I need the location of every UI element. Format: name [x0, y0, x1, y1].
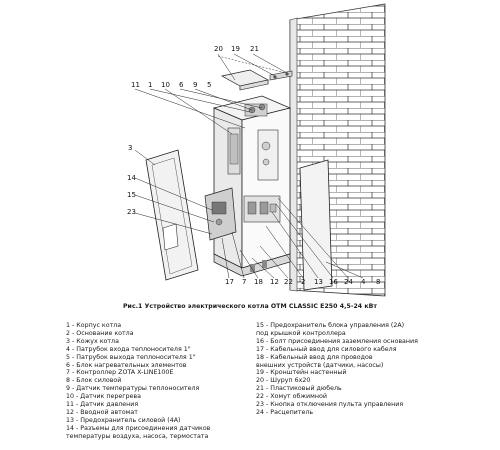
- boiler-casing: [145, 149, 199, 281]
- legend-item: 13 - Предохранитель силовой (4А): [66, 416, 181, 424]
- legend-item: 19 - Кронштейн настенный: [256, 369, 347, 377]
- legend-item: 8 - Блок силовой: [66, 377, 122, 385]
- callout-22: 22: [284, 278, 293, 286]
- callout-20: 20: [214, 45, 223, 53]
- boiler-exploded-diagram: 11 1 10 6 9 5 20 19 21 3 14 15 23 17 7 1…: [127, 3, 386, 297]
- callout-15: 15: [127, 191, 136, 199]
- callout-5: 5: [207, 81, 211, 89]
- callout-21: 21: [250, 45, 259, 53]
- callout-10: 10: [161, 81, 170, 89]
- legend-item: 3 - Кожух котла: [66, 337, 119, 345]
- legend-item: 16 - Болт присоединения заземления основ…: [256, 337, 418, 345]
- legend-item: 12 - Вводной автомат: [66, 408, 138, 416]
- legend-item: 6 - Блок нагревательных элементов: [66, 361, 187, 369]
- legend-left: 1 - Корпус котла 2 - Основание котла 3 -…: [66, 322, 246, 441]
- callout-3: 3: [128, 144, 132, 152]
- legend-item: 5 - Патрубок выхода теплоносителя 1": [66, 353, 196, 361]
- figure-caption: Рис.1 Устройство электрического котла ОТ…: [122, 303, 378, 310]
- callout-11: 11: [131, 81, 140, 89]
- callout-16: 16: [329, 278, 338, 286]
- legend-item-continuation: температуры воздуха, насоса, термостата: [66, 432, 209, 440]
- top-cover: [221, 69, 269, 91]
- legend-item: 10 - Датчик перегрева: [66, 393, 141, 401]
- legend-item: 1 - Корпус котла: [66, 322, 122, 329]
- callout-14: 14: [127, 174, 136, 182]
- callout-18: 18: [254, 278, 263, 286]
- legend-item: 9 - Датчик температуры теплоносителя: [66, 385, 200, 393]
- legend-item: 2 - Основание котла: [66, 329, 134, 337]
- legend-item: 11 - Датчик давления: [66, 401, 139, 409]
- callout-19: 19: [231, 45, 240, 53]
- callout-4: 4: [361, 278, 366, 286]
- legend-item: 4 - Патрубок входа теплоносителя 1": [66, 345, 191, 353]
- legend-item: 7 - Контроллер ZOTA X-LINE100E: [66, 369, 174, 377]
- callout-1: 1: [148, 81, 152, 89]
- callout-9: 9: [193, 81, 197, 89]
- legend-item-continuation: под крышкой контроллера: [256, 329, 346, 337]
- callout-24: 24: [344, 278, 353, 286]
- callout-12: 12: [270, 278, 279, 286]
- callout-13: 13: [314, 278, 323, 286]
- callout-8: 8: [376, 278, 380, 286]
- wall-bracket: [217, 55, 293, 81]
- legend-right: 15 - Предохранитель блока управления (2А…: [256, 322, 496, 417]
- legend-item: 18 - Кабельный ввод для проводов: [256, 353, 373, 361]
- legend-item: 20 - Шуруп 6х20: [256, 377, 311, 385]
- legend-item: 22 - Хомут обжимной: [256, 393, 327, 401]
- leader-lines: [134, 53, 364, 279]
- legend-item: 17 - Кабельный ввод для силового кабеля: [256, 345, 397, 353]
- callout-7: 7: [242, 278, 246, 286]
- legend-item: 21 - Пластиковый дюбель: [256, 385, 342, 393]
- side-panel: [299, 159, 333, 291]
- legend-item: 24 - Расцепитель: [256, 408, 314, 416]
- legend-item: 14 - Разъемы для присоединения датчиков: [66, 424, 211, 432]
- boiler-body: [204, 95, 292, 277]
- callout-labels: 11 1 10 6 9 5 20 19 21 3 14 15 23 17 7 1…: [127, 45, 380, 286]
- legend-item: 23 - Кнопка отключения пульта управления: [256, 401, 404, 409]
- callout-17: 17: [225, 278, 234, 286]
- legend-item: 15 - Предохранитель блока управления (2А…: [256, 322, 405, 329]
- legend-item-continuation: внешних устройств (датчики, насосы): [256, 361, 384, 369]
- callout-23: 23: [127, 208, 136, 216]
- callout-6: 6: [179, 81, 184, 89]
- callout-2: 2: [301, 278, 305, 286]
